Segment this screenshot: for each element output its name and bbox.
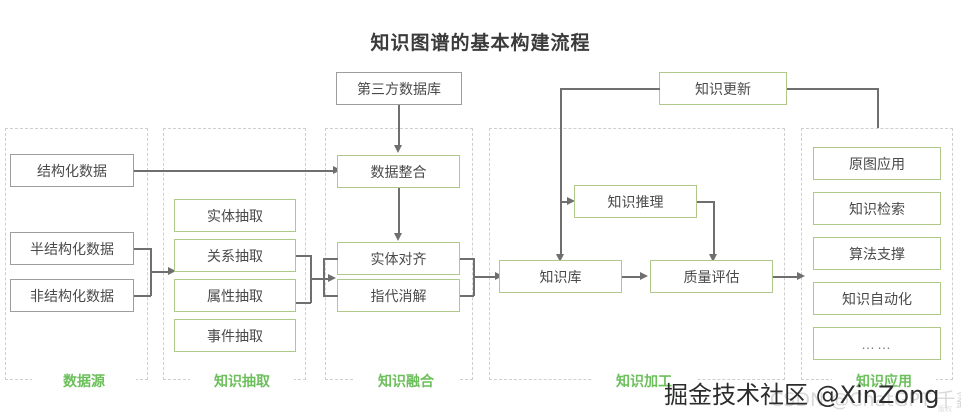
node-data-integration[interactable]: 数据整合 — [337, 155, 460, 188]
arrow-thirdparty-to-integration — [394, 145, 402, 153]
connector-thirdparty-to-integration — [398, 105, 400, 146]
node-knowledge-automation[interactable]: 知识自动化 — [813, 282, 941, 315]
connector-fusion-left-bottom — [323, 295, 338, 297]
node-structured-data[interactable]: 结构化数据 — [10, 154, 134, 187]
connector-update-right — [787, 88, 878, 90]
node-knowledge-update[interactable]: 知识更新 — [659, 72, 787, 105]
node-knowledge-retrieval[interactable]: 知识检索 — [813, 192, 941, 225]
page-title: 知识图谱的基本构建流程 — [370, 33, 591, 54]
arrow-update-to-kb — [556, 254, 564, 262]
connector-update-left — [560, 88, 660, 90]
arrow-quality-to-application — [797, 272, 805, 280]
connector-kb-to-quality — [622, 276, 642, 278]
node-semi-structured-data[interactable]: 半结构化数据 — [10, 232, 134, 265]
connector-update-to-application — [877, 88, 879, 128]
watermark-main: 掘金技术社区 @XinZong — [664, 381, 940, 409]
group-label-knowledge-application: 知识应用 — [832, 371, 936, 391]
connector-fusion-to-kb — [473, 276, 497, 278]
connector-reasoning-down — [713, 201, 715, 255]
watermark-faint: CSDN @ChatGPT-千鑫 — [770, 389, 961, 411]
node-relation-extraction[interactable]: 关系抽取 — [174, 239, 296, 272]
connector-fusion-left-bracket — [323, 258, 325, 296]
node-entity-extraction[interactable]: 实体抽取 — [174, 199, 296, 232]
connector-update-down — [560, 88, 562, 255]
connector-update-to-reasoning — [560, 201, 570, 203]
node-knowledge-reasoning[interactable]: 知识推理 — [574, 185, 697, 218]
node-unstructured-data[interactable]: 非结构化数据 — [10, 279, 134, 312]
group-knowledge-processing — [489, 128, 785, 380]
group-label-knowledge-processing: 知识加工 — [592, 371, 696, 391]
arrow-reasoning-to-quality — [709, 254, 717, 262]
node-event-extraction[interactable]: 事件抽取 — [174, 319, 296, 352]
node-knowledge-base[interactable]: 知识库 — [499, 260, 622, 293]
connector-extraction-bracket-bottom — [296, 302, 311, 304]
connector-extraction-bracket-top — [296, 255, 311, 257]
group-label-knowledge-fusion: 知识融合 — [354, 371, 458, 391]
connector-extraction-to-fusion — [310, 278, 331, 280]
node-attribute-extraction[interactable]: 属性抽取 — [174, 279, 296, 312]
connector-reasoning-right — [697, 201, 715, 203]
node-entity-alignment[interactable]: 实体对齐 — [337, 242, 460, 275]
connector-source-to-extraction — [150, 271, 171, 273]
node-quality-assessment[interactable]: 质量评估 — [650, 260, 773, 293]
arrow-source-to-extraction — [168, 267, 176, 275]
connector-integration-to-alignment — [398, 188, 400, 234]
connector-alignment-out — [460, 258, 474, 260]
node-algorithm-support[interactable]: 算法支撑 — [813, 237, 941, 270]
node-more-applications[interactable]: …… — [813, 327, 941, 360]
connector-fusion-left-top — [323, 258, 338, 260]
node-coreference-resolution[interactable]: 指代消解 — [337, 279, 460, 312]
watermark-tiny: 版权 — [938, 406, 952, 413]
node-graph-application[interactable]: 原图应用 — [813, 147, 941, 180]
node-third-party-database[interactable]: 第三方数据库 — [336, 72, 462, 105]
arrow-integration-to-alignment — [394, 233, 402, 241]
arrow-kb-to-quality — [640, 272, 648, 280]
connector-unstructured-out — [134, 295, 151, 297]
connector-quality-to-application — [773, 276, 799, 278]
connector-semi-out — [134, 248, 151, 250]
arrow-update-to-reasoning — [567, 197, 575, 205]
group-label-knowledge-extraction: 知识抽取 — [190, 371, 294, 391]
group-label-data-source: 数据源 — [32, 371, 136, 391]
arrow-extraction-to-fusion — [328, 274, 336, 282]
connector-coref-out — [460, 295, 474, 297]
connector-structured-to-integration — [134, 170, 337, 172]
